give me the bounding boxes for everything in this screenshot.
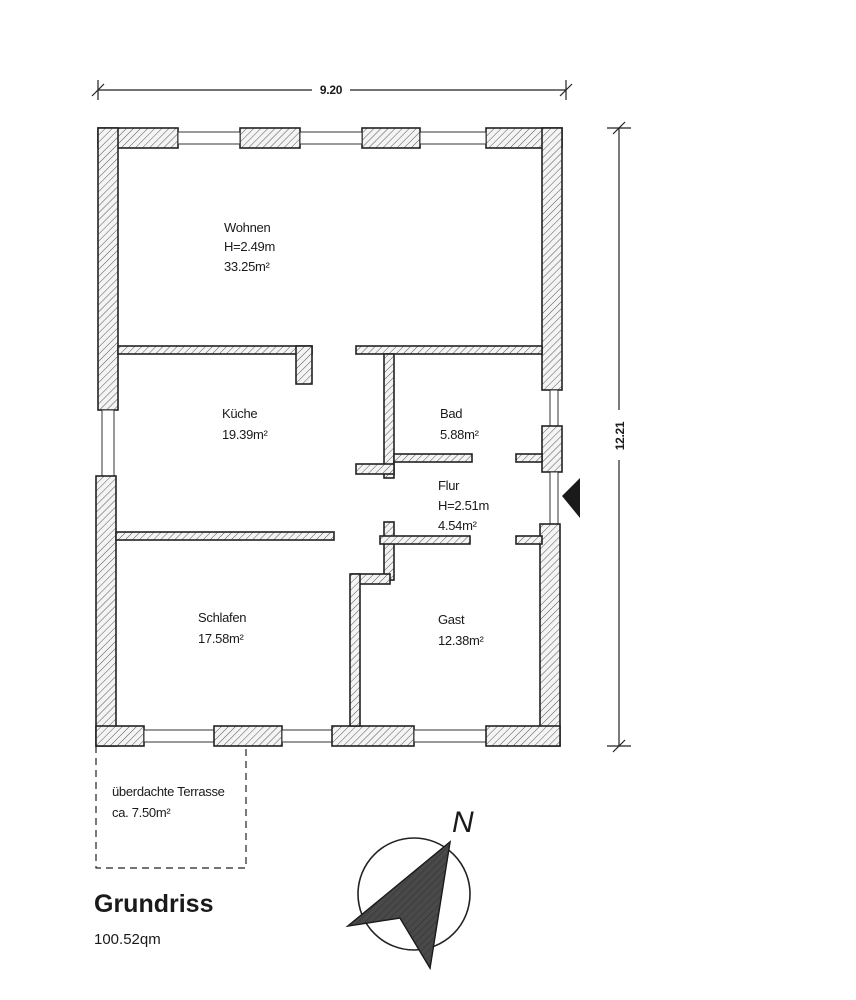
north-label: N [452, 806, 474, 839]
room-wohnen-area: 33.25m² [224, 259, 271, 274]
room-schlafen: Schlafen 17.58m² [198, 610, 247, 646]
terrace-area: ca. 7.50m² [112, 805, 171, 820]
depth-dimension-label: 12.21 [613, 421, 627, 450]
exterior-walls [95, 127, 563, 747]
room-bad-name: Bad [440, 406, 462, 421]
room-schlafen-name: Schlafen [198, 610, 246, 625]
room-kueche-area: 19.39m² [222, 427, 269, 442]
depth-dimension: 12.21 [607, 121, 631, 753]
plan-title: Grundriss [94, 890, 213, 918]
room-kueche: Küche 19.39m² [222, 406, 269, 442]
room-flur: Flur H=2.51m 4.54m² [438, 478, 489, 533]
width-dimension-label: 9.20 [320, 83, 343, 97]
terrace-name: überdachte Terrasse [112, 784, 225, 799]
room-gast: Gast 12.38m² [438, 612, 485, 648]
compass-icon: N [345, 806, 474, 971]
room-flur-height: H=2.51m [438, 498, 489, 513]
room-gast-area: 12.38m² [438, 633, 485, 648]
room-wohnen: Wohnen H=2.49m 33.25m² [224, 220, 275, 274]
room-bad: Bad 5.88m² [440, 406, 480, 442]
room-schlafen-area: 17.58m² [198, 631, 245, 646]
entrance-arrow-icon [562, 478, 580, 518]
room-flur-area: 4.54m² [438, 518, 478, 533]
width-dimension: 9.20 [91, 80, 573, 100]
room-kueche-name: Küche [222, 406, 257, 421]
room-bad-area: 5.88m² [440, 427, 480, 442]
interior-walls [115, 345, 543, 727]
room-wohnen-name: Wohnen [224, 220, 270, 235]
room-gast-name: Gast [438, 612, 465, 627]
plan-total-area: 100.52qm [94, 931, 161, 948]
room-flur-name: Flur [438, 478, 460, 493]
terrace-label: überdachte Terrasse ca. 7.50m² [112, 784, 225, 820]
terrace-outline [95, 746, 247, 869]
room-wohnen-height: H=2.49m [224, 239, 275, 254]
